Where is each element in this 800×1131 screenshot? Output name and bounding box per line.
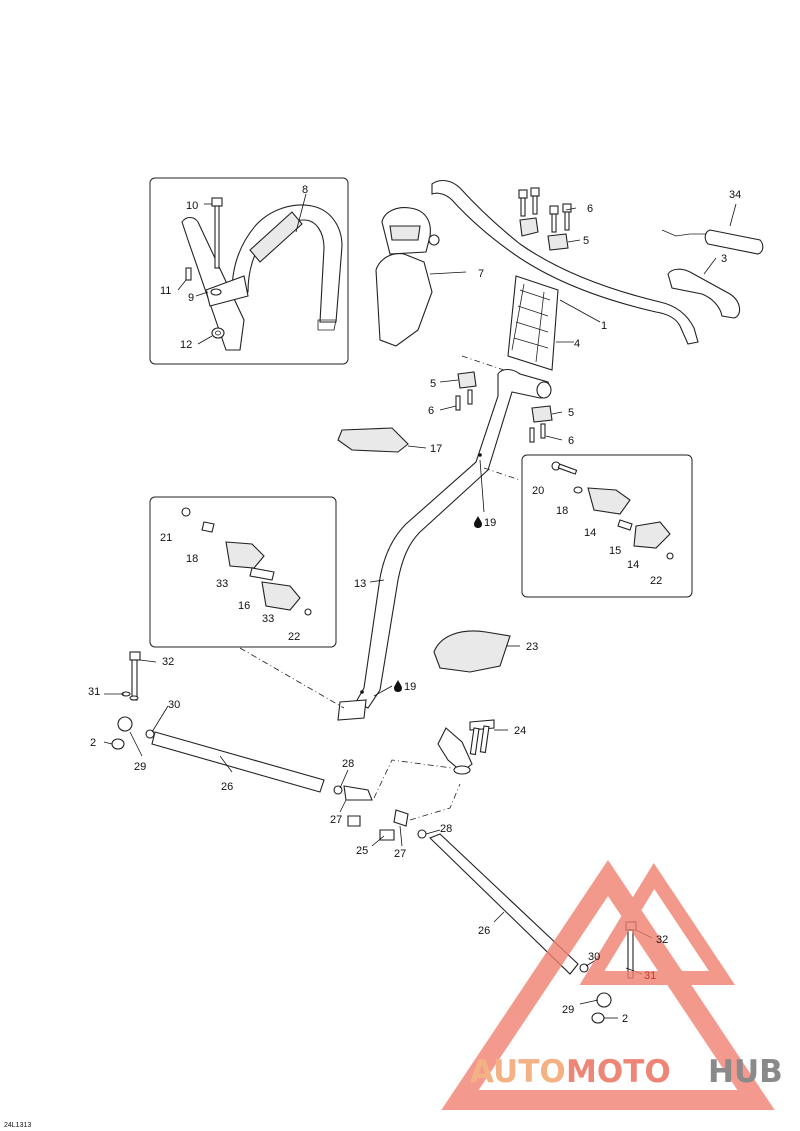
- callout-label: 32: [162, 656, 174, 668]
- callout-label: 31: [644, 970, 656, 982]
- watermark-inner-triangle: [579, 862, 736, 985]
- callout-label: 2: [622, 1013, 628, 1025]
- bolts-upper-6: [518, 187, 572, 233]
- bolts-lower-6: [455, 389, 546, 443]
- callout-label: 12: [180, 339, 192, 351]
- pin-11: [185, 267, 192, 281]
- bolt-10: [211, 197, 223, 269]
- riser-clamp-parts: [551, 461, 674, 560]
- callout-label: 23: [526, 641, 538, 653]
- inset-box-riser-clamp: [521, 454, 693, 598]
- callout-label: 22: [650, 575, 662, 587]
- callout-label: 11: [160, 285, 171, 297]
- pitman-arm-24: [437, 719, 495, 775]
- callout-label: 24: [514, 725, 526, 737]
- callout-label: 22: [288, 631, 300, 643]
- callout-label: 5: [568, 407, 574, 419]
- lower-clamp-parts: [181, 507, 312, 616]
- watermark-text-hub: HUB: [708, 1054, 783, 1090]
- callout-label: 29: [562, 1004, 574, 1016]
- callout-label: 26: [221, 781, 233, 793]
- drawing-code: 24L1313: [4, 1122, 31, 1129]
- callout-label: 30: [588, 951, 600, 963]
- callout-label: 6: [568, 435, 574, 447]
- callout-label: 18: [186, 553, 198, 565]
- handlebar-1: [431, 179, 699, 345]
- callout-label: 6: [587, 203, 593, 215]
- tie-rod-left-assembly: [111, 651, 373, 827]
- watermark-text-moto: MOTO: [566, 1054, 671, 1090]
- watermark-triangle: [441, 859, 775, 1110]
- callout-label: 5: [430, 378, 436, 390]
- automotohub-watermark: [441, 859, 775, 1110]
- callout-label: 6: [428, 405, 434, 417]
- callout-label: 20: [532, 485, 544, 497]
- callout-label: 14: [627, 559, 639, 571]
- column-19-line: [483, 467, 521, 481]
- callout-label: 27: [330, 814, 342, 826]
- callout-label: 7: [478, 268, 484, 280]
- callout-label: 28: [440, 823, 452, 835]
- callout-label: 27: [394, 848, 406, 860]
- clamp-lower-5: [457, 371, 553, 423]
- handlebar-cover-7: [375, 207, 440, 347]
- handlebar-stub-clamp: [181, 216, 249, 351]
- callout-label: 16: [238, 600, 250, 612]
- watermark-text-auto: AUTO: [470, 1054, 566, 1090]
- callout-label: 32: [656, 934, 668, 946]
- callout-label: 5: [583, 235, 589, 247]
- callout-label: 13: [354, 578, 366, 590]
- callout-label: 8: [302, 184, 308, 196]
- callout-label: 15: [609, 545, 621, 557]
- clamp-to-column-line: [239, 647, 345, 709]
- callout-label: 29: [134, 761, 146, 773]
- grip-34: [661, 229, 764, 255]
- callout-label: 19: [484, 517, 496, 529]
- callout-label: 26: [478, 925, 490, 937]
- callout-label: 34: [729, 189, 741, 201]
- callout-label: 14: [584, 527, 596, 539]
- callout-label: 10: [186, 200, 198, 212]
- callout-label: 31: [88, 686, 100, 698]
- callout-label: 9: [188, 292, 194, 304]
- callout-label: 25: [356, 845, 368, 857]
- riser-4: [507, 275, 559, 371]
- callout-label: 33: [216, 578, 228, 590]
- plate-17: [337, 427, 409, 453]
- oil-drop-icon: [394, 680, 402, 692]
- tie-rod-right-assembly: [379, 809, 637, 1024]
- grip-3: [667, 268, 741, 319]
- nut-12: [211, 327, 225, 339]
- callout-label: 2: [90, 737, 96, 749]
- pitman-to-rod-line: [373, 759, 453, 799]
- steering-column-13: [337, 368, 552, 721]
- riser-alignment-line: [461, 355, 511, 373]
- callout-label: 3: [721, 253, 727, 265]
- callout-label: 30: [168, 699, 180, 711]
- inset-box-lower-clamp: [149, 496, 337, 648]
- callout-label: 1: [601, 320, 607, 332]
- handlebar-end-8: [231, 204, 343, 331]
- clamp-upper-5: [519, 217, 569, 251]
- callout-label: 17: [430, 443, 442, 455]
- support-plate-23: [433, 630, 511, 673]
- pitman-to-rod2-line: [409, 783, 461, 821]
- callout-label: 33: [262, 613, 274, 625]
- oil-drop-icon: [474, 516, 482, 528]
- callout-label: 19: [404, 681, 416, 693]
- callout-label: 28: [342, 758, 354, 770]
- callout-label: 21: [160, 532, 172, 544]
- callout-label: 18: [556, 505, 568, 517]
- callout-label: 4: [574, 338, 580, 350]
